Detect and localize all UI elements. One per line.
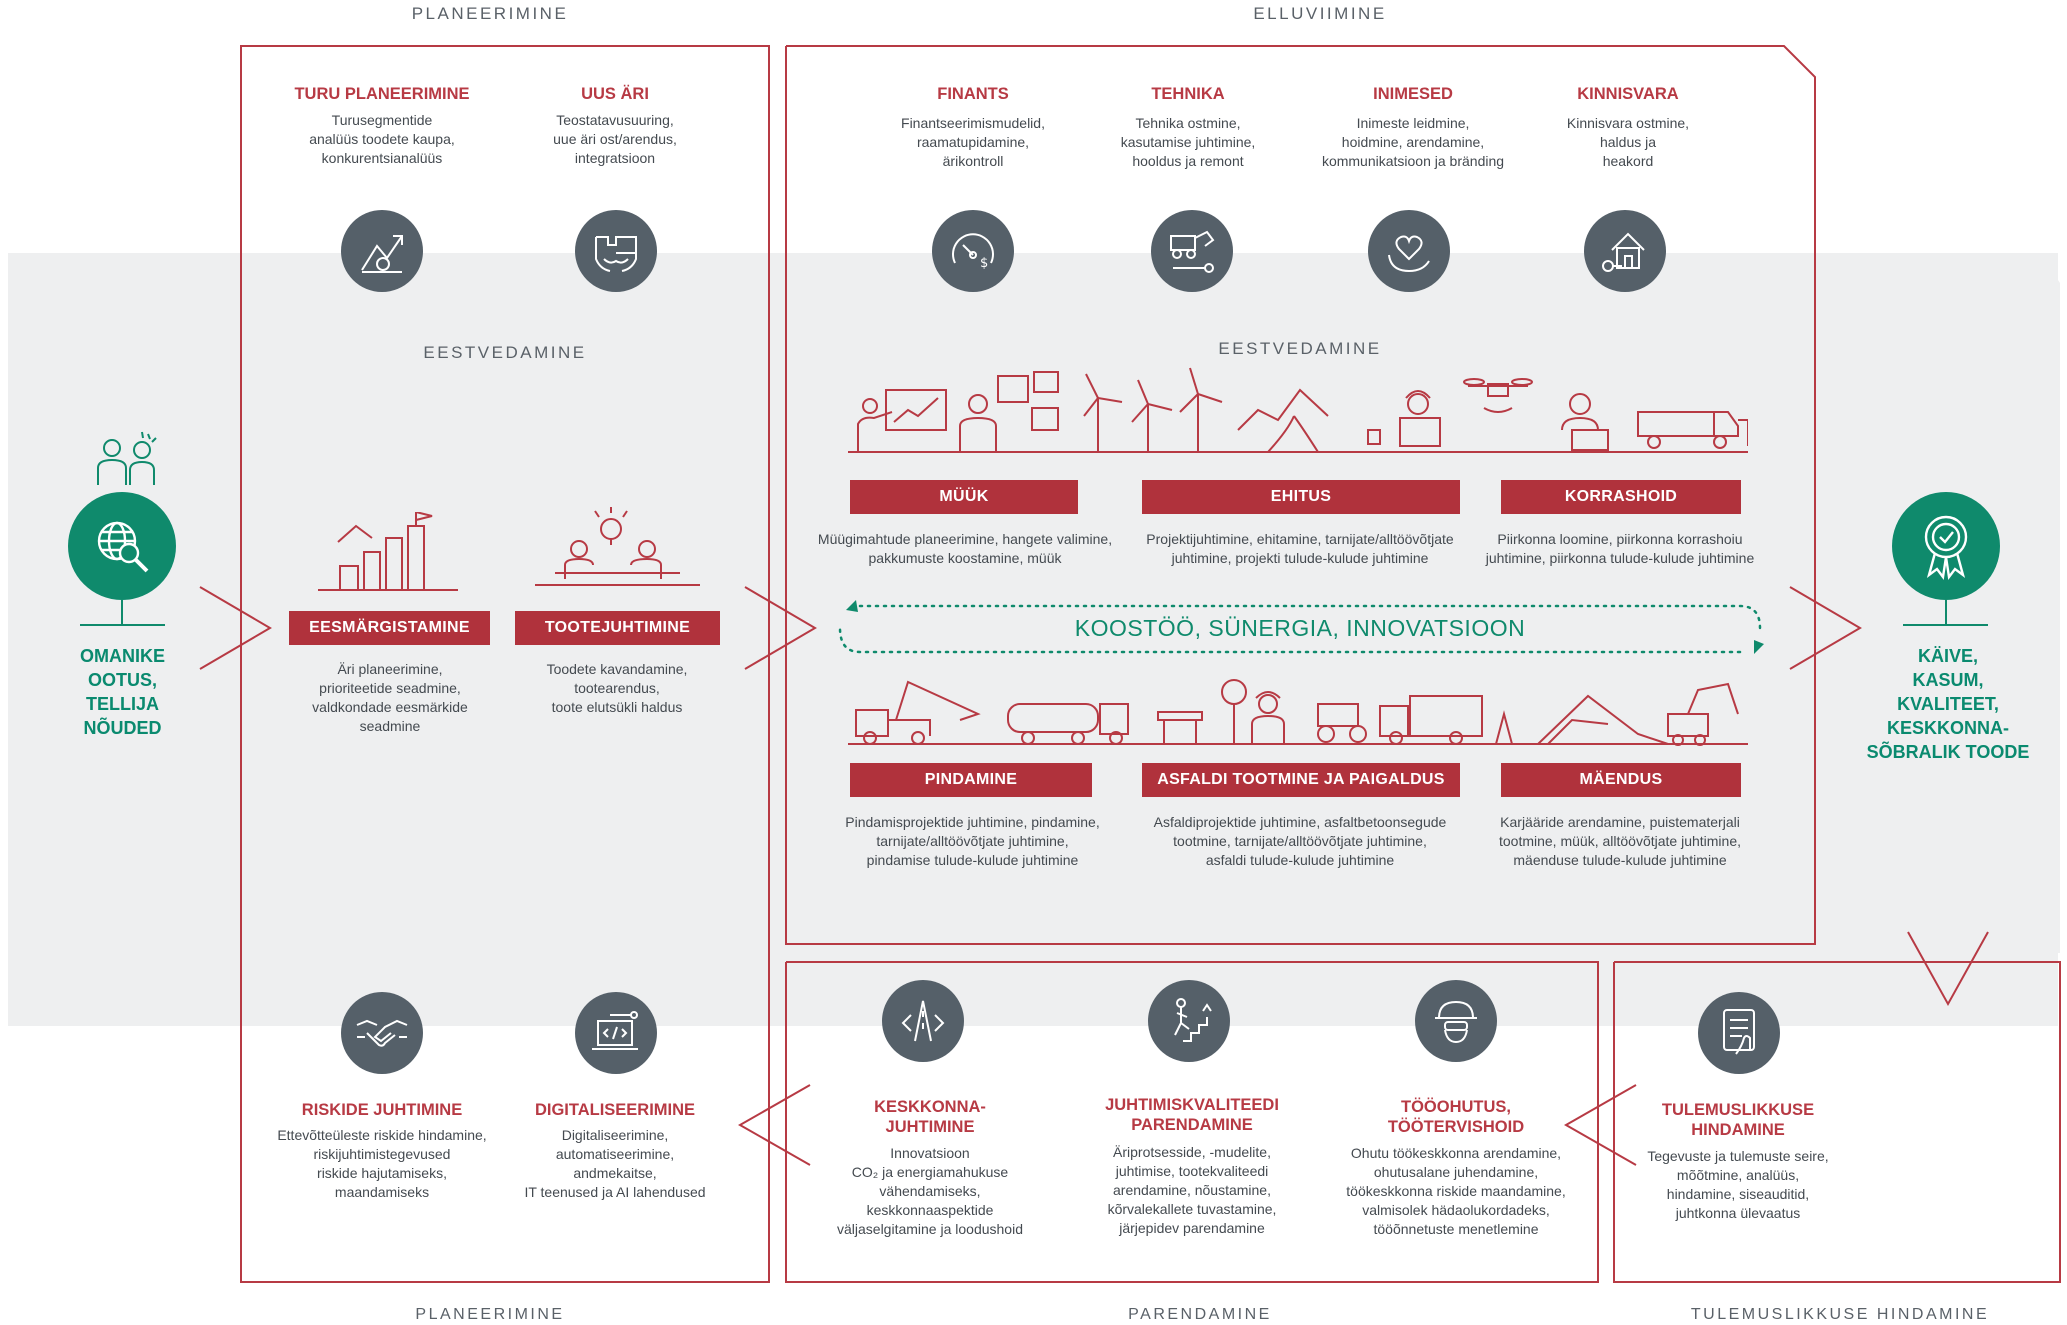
- team-idea-icon: [535, 507, 700, 586]
- growth-chart-icon: [341, 210, 423, 292]
- finants-desc: Finantseerimismudelid,raamatupidamine,är…: [901, 115, 1045, 169]
- inimesed-title: INIMESED: [1373, 85, 1453, 103]
- pindamine-bar: PINDAMINE: [850, 763, 1092, 797]
- kinnisvara-title: KINNISVARA: [1577, 85, 1679, 103]
- tootejuhtimine-desc: Toodete kavandamine,tootearendus,toote e…: [546, 661, 688, 715]
- asfalt-desc: Asfaldiprojektide juhtimine, asfaltbetoo…: [1153, 814, 1447, 868]
- tooohutus-desc: Ohutu töökeskkonna arendamine,ohutusalan…: [1346, 1145, 1566, 1237]
- asfalt-bar: ASFALDI TOOTMINE JA PAIGALDUS: [1142, 763, 1460, 797]
- result-label: KÄIVE, KASUM, KVALITEET, KESKKONNA- SÕBR…: [1866, 646, 2030, 762]
- handshake-puzzle-icon: [575, 210, 657, 292]
- svg-text:$: $: [980, 256, 988, 271]
- korrashoid-bar: KORRASHOID: [1501, 480, 1741, 514]
- riskide-juhtimine-desc: Ettevõtteüleste riskide hindamine,riskij…: [277, 1127, 487, 1200]
- uus-ari-title: UUS ÄRI: [581, 85, 649, 103]
- operations-bottom-illustration: [848, 679, 1748, 746]
- leadership-right-label: EESTVEDAMINE: [1218, 339, 1382, 358]
- owner-expectations-circle: [68, 492, 176, 600]
- finants-title: FINANTS: [937, 85, 1009, 103]
- phase-planning-top: PLANEERIMINE: [411, 4, 569, 23]
- left-node-base: [80, 624, 165, 626]
- tooohutus-title: TÖÖOHUTUS,TÖÖTERVISHOID: [1387, 1098, 1525, 1136]
- result-circle: [1892, 492, 2000, 600]
- band-arrow-tip: [1990, 253, 2060, 953]
- tehnika-desc: Tehnika ostmine,kasutamise juhtimine,hoo…: [1120, 115, 1256, 169]
- pindamine-desc: Pindamisprojektide juhtimine, pindamine,…: [845, 814, 1100, 868]
- myyk-desc: Müügimahtude planeerimine, hangete valim…: [817, 531, 1113, 566]
- tablet-checklist-icon: [1698, 992, 1780, 1074]
- tulemuslikkuse-hindamine-desc: Tegevuste ja tulemuste seire,mõõtmine, a…: [1647, 1148, 1829, 1221]
- maendus-bar: MÄENDUS: [1501, 763, 1741, 797]
- phase-execution-top: ELLUVIIMINE: [1253, 4, 1387, 23]
- machinery-wrench-icon: [1151, 210, 1233, 292]
- phase-improvement-bottom: PARENDAMINE: [1128, 1306, 1272, 1323]
- left-node-stem: [121, 600, 123, 624]
- synergy-label: KOOSTÖÖ, SÜNERGIA, INNOVATSIOON: [1074, 615, 1526, 641]
- climbing-stairs-icon: [1148, 980, 1230, 1062]
- riskide-juhtimine-title: RISKIDE JUHTIMINE: [301, 1101, 463, 1119]
- tootejuhtimine-bar: TOOTEJUHTIMINE: [515, 611, 720, 645]
- digitaliseerimine-desc: Digitaliseerimine,automatiseerimine,andm…: [524, 1127, 706, 1200]
- handshake-icon: [341, 992, 423, 1074]
- owner-expectations-label: OMANIKE OOTUS, TELLIJA NÕUDED: [80, 646, 165, 738]
- digitaliseerimine-title: DIGITALISEERIMINE: [534, 1101, 696, 1119]
- keskkonnajuhtimine-title: KESKKONNA-JUHTIMINE: [874, 1098, 986, 1136]
- juhtimiskvaliteet-desc: Äriprotsesside, -mudelite,juhtimise, too…: [1107, 1144, 1277, 1236]
- eesmargistamine-bar: EESMÄRGISTAMINE: [289, 611, 490, 645]
- right-node-stem: [1945, 600, 1947, 624]
- turu-planeerimine-title: TURU PLANEERIMINE: [294, 85, 470, 103]
- inimesed-desc: Inimeste leidmine,hoidmine, arendamine,k…: [1321, 115, 1505, 169]
- myyk-bar: MÜÜK: [850, 480, 1078, 514]
- ehitus-desc: Projektijuhtimine, ehitamine, tarnijate/…: [1146, 531, 1454, 566]
- award-ribbon-icon: [1924, 515, 1968, 581]
- laptop-code-icon: [575, 992, 657, 1074]
- tehnika-title: TEHNIKA: [1151, 85, 1225, 103]
- gauge-dollar-icon: $: [932, 210, 1014, 292]
- stairs-goal-icon: [318, 512, 458, 591]
- synergy-loop: [838, 600, 1764, 654]
- safety-helmet-icon: [1415, 980, 1497, 1062]
- right-node-base: [1903, 624, 1988, 626]
- operations-top-illustration: [848, 367, 1748, 453]
- globe-search-icon: [97, 521, 149, 573]
- phase-evaluation-bottom: TULEMUSLIKKUSE HINDAMINE: [1690, 1306, 1990, 1323]
- phase-planning-bottom: PLANEERIMINE: [415, 1306, 565, 1323]
- people-meeting-icon: [97, 431, 157, 485]
- hand-heart-icon: [1368, 210, 1450, 292]
- road-leaf-icon: [882, 980, 964, 1062]
- house-key-icon: [1584, 210, 1666, 292]
- eesmargistamine-desc: Äri planeerimine,prioriteetide seadmine,…: [312, 661, 468, 734]
- uus-ari-desc: Teostatavusuuring,uue äri ost/arendus,in…: [553, 112, 677, 166]
- ehitus-bar: EHITUS: [1142, 480, 1460, 514]
- leadership-left-label: EESTVEDAMINE: [423, 343, 587, 362]
